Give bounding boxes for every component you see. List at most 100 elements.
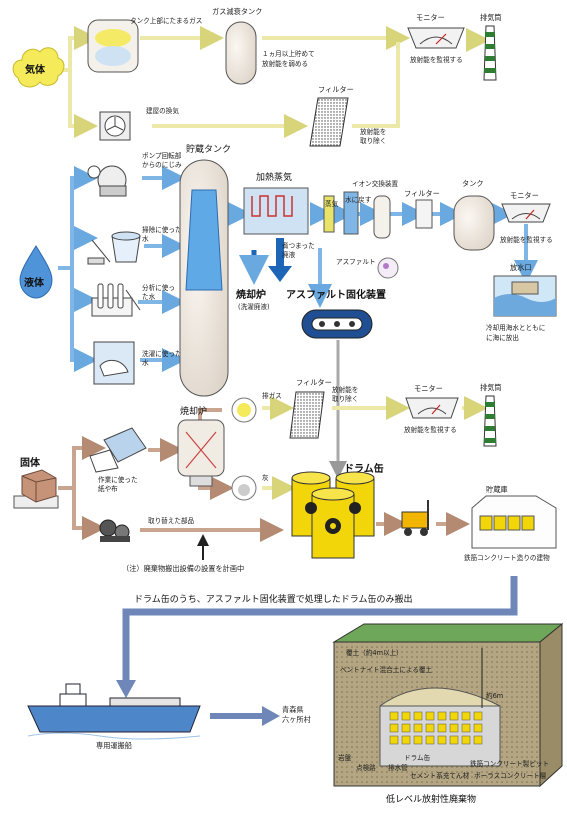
gas-stack-label: 排気筒: [480, 13, 502, 22]
parts-icon: [99, 519, 130, 542]
solid-filter-note-1: 放射能を: [332, 385, 358, 394]
asphalt-small-label: アスファルト: [336, 258, 376, 266]
drum-label: ドラム缶: [344, 462, 384, 475]
solid-flow-lines: [58, 408, 470, 542]
liquid-category-icon: 液体: [19, 245, 53, 299]
condenser-box: [343, 191, 359, 235]
solid-filter: [289, 391, 325, 439]
liquid-flow-lines: [58, 166, 538, 372]
incinerator-wash-sub: (洗濯廃液): [238, 302, 270, 311]
ash-label: 灰: [262, 473, 269, 482]
cement-label: セメント系充てん材: [410, 771, 470, 780]
destination-1: 青森県: [282, 705, 304, 714]
bedrock-label: 岩盤: [338, 753, 352, 762]
solid-filter-label: フィルター: [296, 378, 332, 387]
storehouse-note: 鉄筋コンクリート造りの建物: [464, 553, 550, 562]
solid-filter-note-2: 取り除く: [332, 394, 358, 403]
decay-tank-label: ガス減衰タンク: [212, 7, 262, 16]
gas-monitor-label: モニター: [416, 13, 445, 22]
liquid-source-1b: からのにじみ: [142, 161, 182, 169]
to-water-label: 水に戻す: [345, 195, 372, 204]
gas-monitor-note: 放射能を監視する: [410, 55, 463, 64]
liquid-source-3b: た水: [142, 292, 156, 301]
solid-gas-lines: [262, 396, 488, 500]
outlet-label: 放水口: [510, 263, 532, 272]
asphalt-sample-icon: [377, 257, 399, 279]
exhaust-fan-icon: [99, 111, 131, 141]
solid-monitor-label: モニター: [414, 384, 443, 393]
storehouse: [471, 495, 557, 549]
solid-category-icon: [13, 469, 59, 509]
gas-category-label: 気体: [24, 63, 46, 76]
disposal-caption: 低レベル放射性廃棄物: [386, 793, 476, 805]
gas-filter-label: フィルター: [318, 85, 354, 94]
liquid-tank: [453, 195, 495, 251]
pit-label: 鉄筋コンクリート製ピット: [470, 759, 549, 768]
exhaust-gas-label: 排ガス: [262, 391, 282, 400]
outlet-note-1: 冷却用海水とともに: [486, 323, 545, 332]
steam-box: [323, 195, 335, 233]
liquid-source-2a: 掃除に使った: [142, 225, 182, 234]
concentrate-2: 廃液: [282, 250, 296, 259]
gas-filter-note-1: 放射能を: [360, 127, 386, 136]
liquid-source-3a: 分析に使っ: [142, 283, 175, 292]
liquid-source-1a: ポンプ回転部: [142, 151, 182, 160]
pump-icon: [87, 165, 127, 197]
washing-machine-icon: [93, 341, 135, 385]
exhaust-gas-icon: [231, 397, 257, 423]
asphalt-unit: [301, 309, 373, 339]
drain-pipe-label: 排水管: [388, 763, 408, 772]
waste-items-2: 紙や布: [98, 484, 118, 493]
porous-label: ポーラスコンクリート層: [474, 772, 546, 780]
asphalt-unit-label: アスファルト固化装置: [286, 288, 386, 301]
liquid-source-4b: 水: [142, 358, 149, 367]
transport-ship: [27, 683, 201, 740]
forklift-icon: [401, 500, 429, 536]
gas-filter: [309, 97, 349, 147]
outlet-note-2: に海に放出: [486, 333, 519, 342]
gas-monitor-icon: [407, 27, 465, 49]
liquid-tank-label: タンク: [462, 179, 484, 188]
destination-2: 六ヶ所村: [282, 715, 311, 724]
disposal-facility: [332, 622, 564, 788]
disposal-drum-label: ドラム缶: [404, 753, 431, 762]
gas-decay-tank: [225, 21, 257, 85]
bentonite-label: ベントナイト混合土による覆土: [340, 665, 433, 674]
gas-container-icon: [87, 19, 139, 73]
evaporator: [243, 187, 309, 235]
solid-monitor-icon: [405, 397, 459, 419]
storehouse-label: 貯蔵庫: [486, 485, 508, 494]
waste-items-1: 作業に使った: [98, 475, 138, 484]
liquid-category-label: 液体: [24, 276, 45, 289]
store-note-line2: 放射能を弱める: [262, 59, 308, 68]
waste-bag-icon: [89, 427, 147, 473]
drum-cans: [291, 471, 375, 559]
liquid-source-2b: 水: [142, 234, 149, 243]
gas-category-icon: 気体: [12, 47, 65, 88]
liquid-filter-label: フィルター: [404, 189, 440, 198]
inspection-label: 点検路: [356, 763, 376, 772]
liquid-monitor-note: 放射能を監視する: [500, 235, 553, 244]
evaporator-label: 加熱蒸気: [256, 171, 292, 183]
tank-top-gas-label: タンク上部にたまるガス: [130, 16, 202, 25]
liquid-filter: [415, 199, 433, 229]
solid-category-label: 固体: [20, 456, 41, 469]
ion-exchanger: [373, 195, 391, 239]
liquid-source-4a: 洗濯に使った: [142, 349, 182, 358]
bucket-mop-icon: [87, 231, 141, 265]
liquid-monitor-label: モニター: [510, 191, 539, 200]
solid-stack-label: 排気筒: [480, 383, 502, 392]
incinerator: [177, 419, 225, 487]
steam-label: 蒸気: [325, 199, 339, 208]
gas-stack-icon: [483, 25, 497, 81]
solid-monitor-note: 放射能を監視する: [404, 425, 457, 434]
test-tube-icon: [91, 283, 141, 317]
covering-soil-label: 覆土（約4m以上）: [346, 648, 403, 657]
depth-label: 約6m: [486, 691, 503, 700]
parts-label: 取り替えた部品: [148, 516, 195, 525]
incinerator-label: 焼却炉: [180, 405, 207, 417]
building-exhaust-label: 建屋の換気: [146, 106, 179, 115]
gas-filter-note-2: 取り除く: [360, 136, 386, 145]
outlet-icon: [493, 275, 557, 317]
storage-tank-label: 貯蔵タンク: [186, 143, 231, 155]
